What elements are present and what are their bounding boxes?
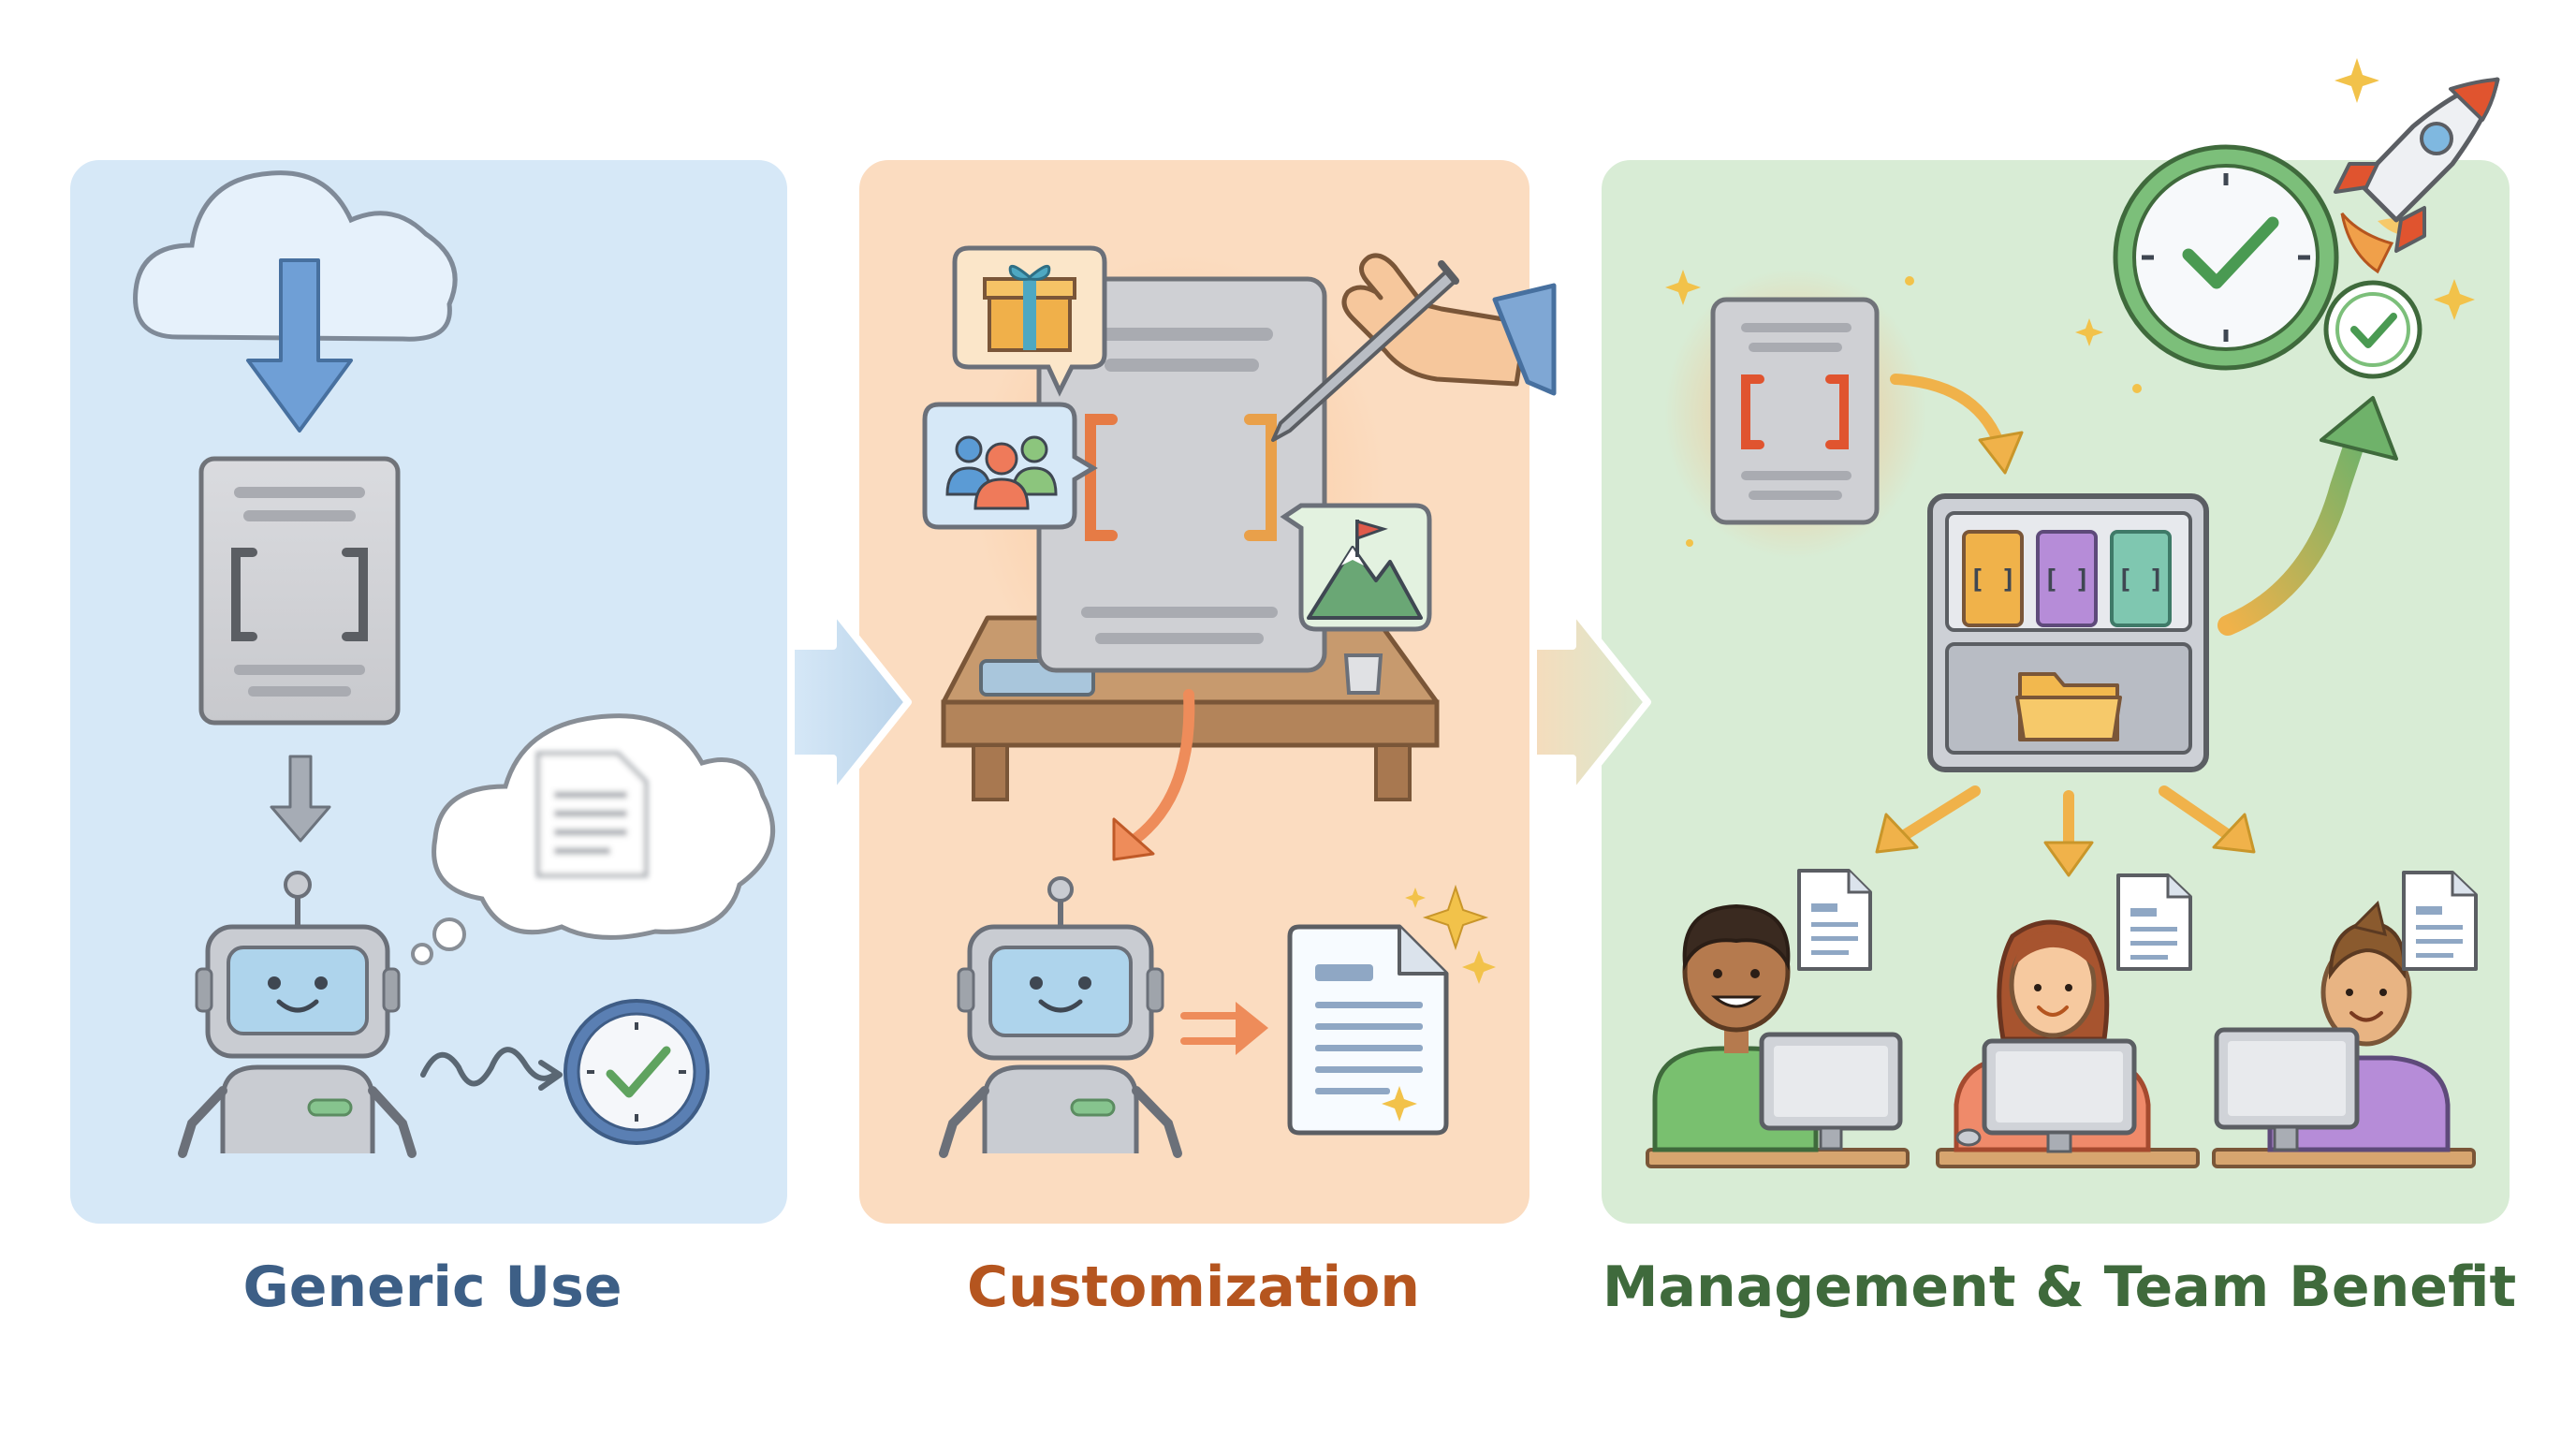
upward-arrow-icon — [2217, 396, 2398, 636]
template-document-glow-icon — [1710, 297, 1880, 525]
robot-icon-2 — [939, 876, 1182, 1158]
template-library-cabinet-icon: [ ] [ ] [ ] — [1927, 493, 2209, 772]
down-arrow-small-icon — [270, 755, 331, 843]
clock-check-icon — [564, 999, 710, 1145]
rocket-icon — [2334, 77, 2500, 274]
output-arrow-icon — [1180, 1002, 1268, 1055]
template-document-large-icon — [1036, 276, 1327, 673]
hand-with-pen-icon — [1271, 253, 1557, 442]
generated-document-icon — [1287, 924, 1449, 1136]
caption-management-team-benefit: Management & Team Benefit — [1602, 1255, 2517, 1320]
team-member-2 — [1936, 919, 2200, 1168]
team-bubble-icon — [922, 402, 1098, 530]
distribution-arrows-icon — [1875, 785, 2256, 877]
robot-icon — [178, 871, 417, 1158]
sparkle-icon — [1405, 884, 1496, 984]
team-member-1 — [1646, 903, 1910, 1168]
team-member-3 — [2212, 901, 2476, 1168]
stars-decor-icon — [1665, 58, 2475, 547]
caption-customization: Customization — [966, 1255, 1421, 1320]
flow-arrow-2 — [1530, 605, 1651, 800]
curved-arrow-to-library-icon — [1890, 374, 2024, 475]
folder-bracket-label-1: [ ] — [1969, 564, 2017, 594]
folder-bracket-label-2: [ ] — [2043, 564, 2091, 594]
clock-success-icon — [2113, 144, 2422, 379]
download-arrow-icon — [246, 258, 353, 433]
cloud-icon — [133, 170, 458, 342]
gift-bubble-icon — [952, 245, 1107, 397]
thought-bubble-icon — [411, 713, 776, 965]
folder-bracket-label-3: [ ] — [2117, 564, 2165, 594]
shared-documents-icons — [1797, 869, 2478, 971]
caption-generic-use: Generic Use — [242, 1255, 622, 1320]
template-document-icon — [198, 456, 401, 726]
flow-arrow-1 — [787, 605, 912, 800]
mountain-flag-bubble-icon — [1280, 503, 1432, 632]
curved-orange-arrow-icon — [1112, 689, 1195, 861]
wavy-arrow-icon — [420, 1047, 563, 1091]
